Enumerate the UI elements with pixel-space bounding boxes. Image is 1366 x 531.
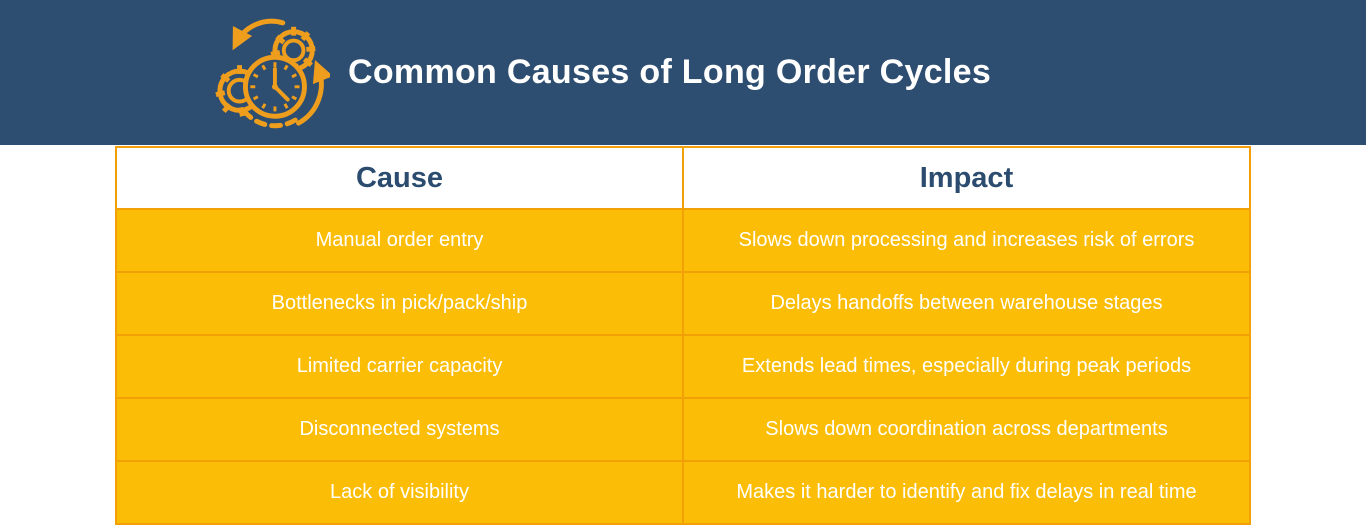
clock-face bbox=[242, 54, 307, 119]
cell-impact-2: Delays handoffs between warehouse stages bbox=[684, 273, 1249, 334]
cell-cause-4: Disconnected systems bbox=[117, 399, 682, 460]
column-header-impact: Impact bbox=[684, 148, 1249, 208]
cell-impact-1: Slows down processing and increases risk… bbox=[684, 210, 1249, 271]
cell-cause-5: Lack of visibility bbox=[117, 462, 682, 523]
cell-cause-3: Limited carrier capacity bbox=[117, 336, 682, 397]
cell-cause-2: Bottlenecks in pick/pack/ship bbox=[117, 273, 682, 334]
cell-impact-5: Makes it harder to identify and fix dela… bbox=[684, 462, 1249, 523]
causes-impact-table: Cause Impact Manual order entry Slows do… bbox=[115, 146, 1251, 525]
column-header-cause: Cause bbox=[117, 148, 682, 208]
gears-clock-cycle-icon bbox=[215, 18, 330, 129]
cell-cause-1: Manual order entry bbox=[117, 210, 682, 271]
page-title: Common Causes of Long Order Cycles bbox=[348, 53, 992, 91]
title-banner: Common Causes of Long Order Cycles bbox=[0, 0, 1366, 145]
cell-impact-3: Extends lead times, especially during pe… bbox=[684, 336, 1249, 397]
cell-impact-4: Slows down coordination across departmen… bbox=[684, 399, 1249, 460]
cycle-arrows bbox=[232, 18, 330, 129]
